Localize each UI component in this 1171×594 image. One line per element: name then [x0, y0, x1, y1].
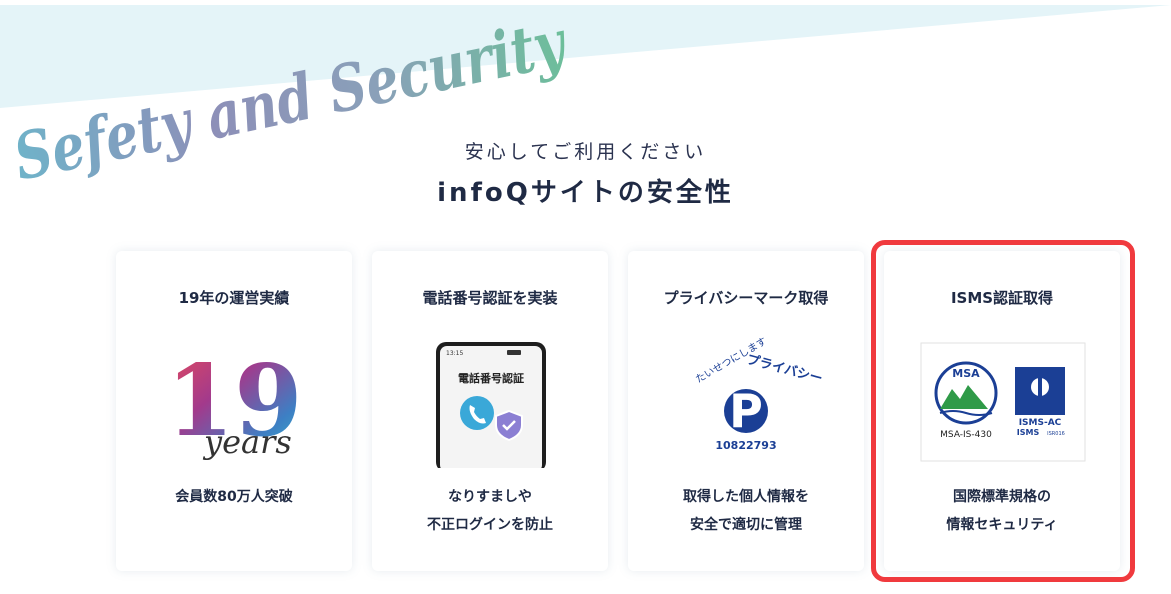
page-title: infoQサイトの安全性 — [437, 178, 734, 208]
script-text: Sefety and Security — [8, 5, 574, 195]
card-description: 会員数80万人突破 — [116, 483, 352, 511]
card-isms: ISMS認証取得 MSA MSA-IS-430 ISMS-AC ISMS ISR… — [884, 251, 1120, 571]
years-number: 19 — [166, 344, 302, 459]
isms-logos: MSA MSA-IS-430 ISMS-AC ISMS ISR016 — [920, 342, 1086, 462]
privacy-mark-arc-text-right: プライバシー — [745, 352, 824, 387]
card-title: 電話番号認証を実装 — [422, 289, 558, 307]
safety-and-security-script: Sefety and Security — [8, 5, 574, 195]
card-desc-line: 取得した個人情報を — [683, 489, 809, 505]
card-description: 取得した個人情報を 安全で適切に管理 — [628, 483, 864, 539]
header-band — [0, 0, 1171, 108]
privacy-mark-number: 10822793 — [715, 439, 776, 452]
page-subtitle: 安心してご利用ください — [464, 141, 707, 163]
card-years: 19年の運営実績 19 years 会員数80万人突破 — [116, 251, 352, 571]
isms-ac-label: ISMS-AC — [1019, 418, 1062, 428]
phone-illustration: 13:15 電話番号認証 — [436, 342, 546, 468]
card-desc-line: 国際標準規格の — [953, 489, 1051, 505]
isms-standard: ISR016 — [1047, 431, 1065, 437]
card-title: プライバシーマーク取得 — [663, 289, 829, 307]
card-desc-line: 不正ログインを防止 — [427, 517, 553, 533]
msa-code: MSA-IS-430 — [940, 430, 992, 440]
card-description: なりすましや 不正ログインを防止 — [372, 483, 608, 539]
nineteen-years-logo: 19 years — [166, 344, 302, 461]
phone-time: 13:15 — [446, 350, 463, 357]
isms-label: ISMS — [1017, 428, 1040, 437]
card-desc-line: なりすましや — [448, 489, 532, 505]
card-description: 国際標準規格の 情報セキュリティ — [884, 483, 1120, 539]
privacy-mark-letter: P — [729, 384, 763, 438]
card-title: ISMS認証取得 — [950, 289, 1054, 307]
privacy-mark-logo: たいせつにします プライバシー P 10822793 — [694, 335, 824, 452]
years-word: years — [202, 423, 292, 461]
card-desc-line: 情報セキュリティ — [946, 517, 1058, 533]
msa-label: MSA — [952, 367, 980, 380]
highlight-frame — [871, 240, 1135, 582]
phone-call-icon — [460, 396, 494, 430]
card-privacy-mark: プライバシーマーク取得 たいせつにします プライバシー P 10822793 取… — [628, 251, 864, 571]
card-title: 19年の運営実績 — [178, 289, 290, 307]
card-phone-verification: 電話番号認証を実装 13:15 電話番号認証 なりすましや 不正ログインを防止 — [372, 251, 608, 571]
card-desc-line: 安全で適切に管理 — [690, 517, 802, 533]
msa-mountain-icon — [940, 385, 988, 409]
card-desc-line: 会員数80万人突破 — [175, 489, 293, 505]
phone-label: 電話番号認証 — [458, 371, 524, 385]
